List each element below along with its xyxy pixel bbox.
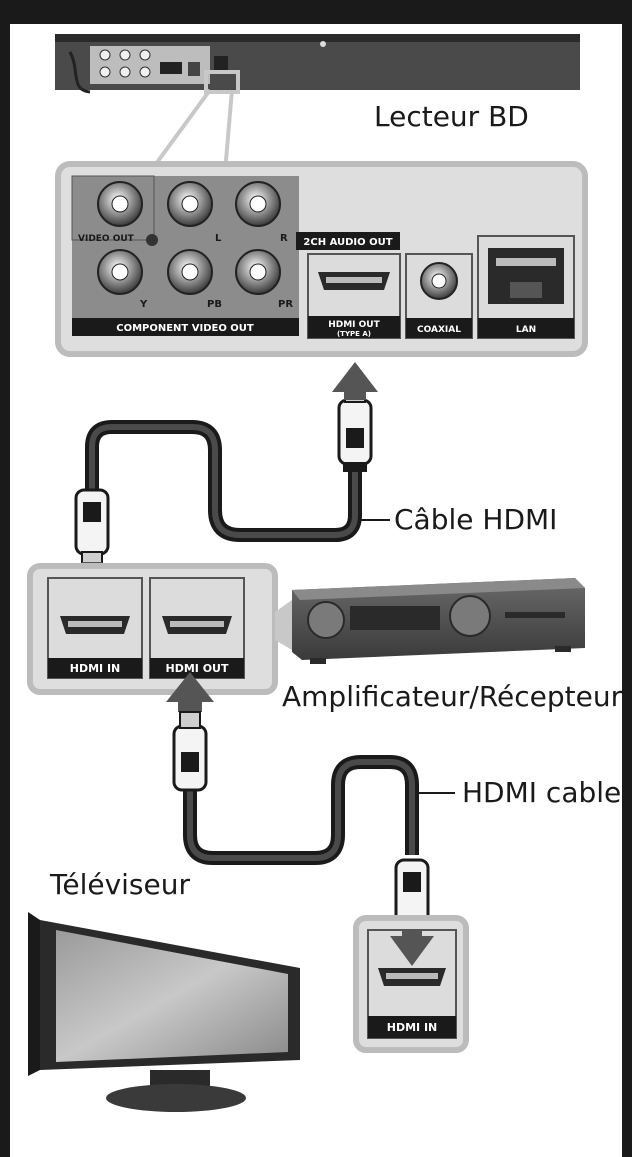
player-back-panel: 2CH AUDIO OUT VIDEO OUT L R Y PB PR COMP… bbox=[55, 161, 588, 357]
amp-knob-left bbox=[307, 601, 345, 639]
amplifier-callout: Amplificateur/Récepteur bbox=[282, 680, 623, 713]
amp-knob-right bbox=[449, 595, 491, 637]
tv-port-panel: HDMI IN bbox=[353, 915, 469, 1053]
player-callout: Lecteur BD bbox=[374, 100, 529, 133]
amplifier-device bbox=[292, 578, 585, 664]
hdmi-cable-2-wire bbox=[183, 755, 419, 865]
component-y-label: Y bbox=[139, 299, 148, 310]
bd-player bbox=[55, 34, 580, 94]
arrow-down-tv bbox=[390, 930, 434, 966]
hdmi-cable-1 bbox=[85, 420, 390, 542]
hdmi-out-sublabel: (TYPE A) bbox=[337, 330, 371, 338]
audio-r-label: R bbox=[280, 233, 288, 244]
component-pr-label: PR bbox=[278, 299, 293, 310]
hdmi-plug-player bbox=[337, 387, 373, 472]
amp-hdmi-out-label: HDMI OUT bbox=[166, 662, 229, 675]
audio-out-label: 2CH AUDIO OUT bbox=[303, 237, 392, 248]
frame-top-bar bbox=[0, 0, 632, 24]
cable1-callout: Câble HDMI bbox=[394, 503, 558, 536]
hdmi-plug-amp-out bbox=[172, 711, 208, 792]
tv-stand bbox=[106, 1084, 246, 1112]
audio-out-badge bbox=[296, 232, 400, 250]
lan-label: LAN bbox=[516, 325, 536, 335]
amplifier-panel: HDMI IN HDMI OUT bbox=[27, 563, 292, 695]
amp-hdmi-in-label: HDMI IN bbox=[70, 662, 121, 675]
component-pb-label: PB bbox=[207, 299, 222, 310]
frame-right-border bbox=[622, 0, 632, 1157]
tv-hdmi-in-label: HDMI IN bbox=[387, 1021, 438, 1034]
arrow-up-player bbox=[332, 362, 378, 400]
coaxial-label: COAXIAL bbox=[417, 325, 461, 335]
hdmi-cable-1-wire bbox=[85, 420, 362, 542]
tv-callout: Téléviseur bbox=[50, 868, 190, 901]
component-label: COMPONENT VIDEO OUT bbox=[116, 323, 254, 334]
cable2-callout: HDMI cable bbox=[462, 776, 622, 809]
arrow-up-amp-out bbox=[166, 672, 214, 712]
ground-screw bbox=[146, 234, 158, 246]
hdmi-plug-amp-in bbox=[74, 488, 110, 567]
frame-left-border bbox=[0, 0, 10, 1157]
audio-l-label: L bbox=[215, 233, 222, 244]
amp-display bbox=[350, 606, 440, 630]
tv-device bbox=[28, 912, 300, 1112]
tv-screen bbox=[56, 930, 288, 1062]
hdmi-out-label: HDMI OUT bbox=[328, 320, 380, 330]
video-out-label: VIDEO OUT bbox=[78, 234, 135, 244]
player-callout-lines bbox=[148, 88, 234, 174]
component-badge bbox=[72, 318, 299, 336]
